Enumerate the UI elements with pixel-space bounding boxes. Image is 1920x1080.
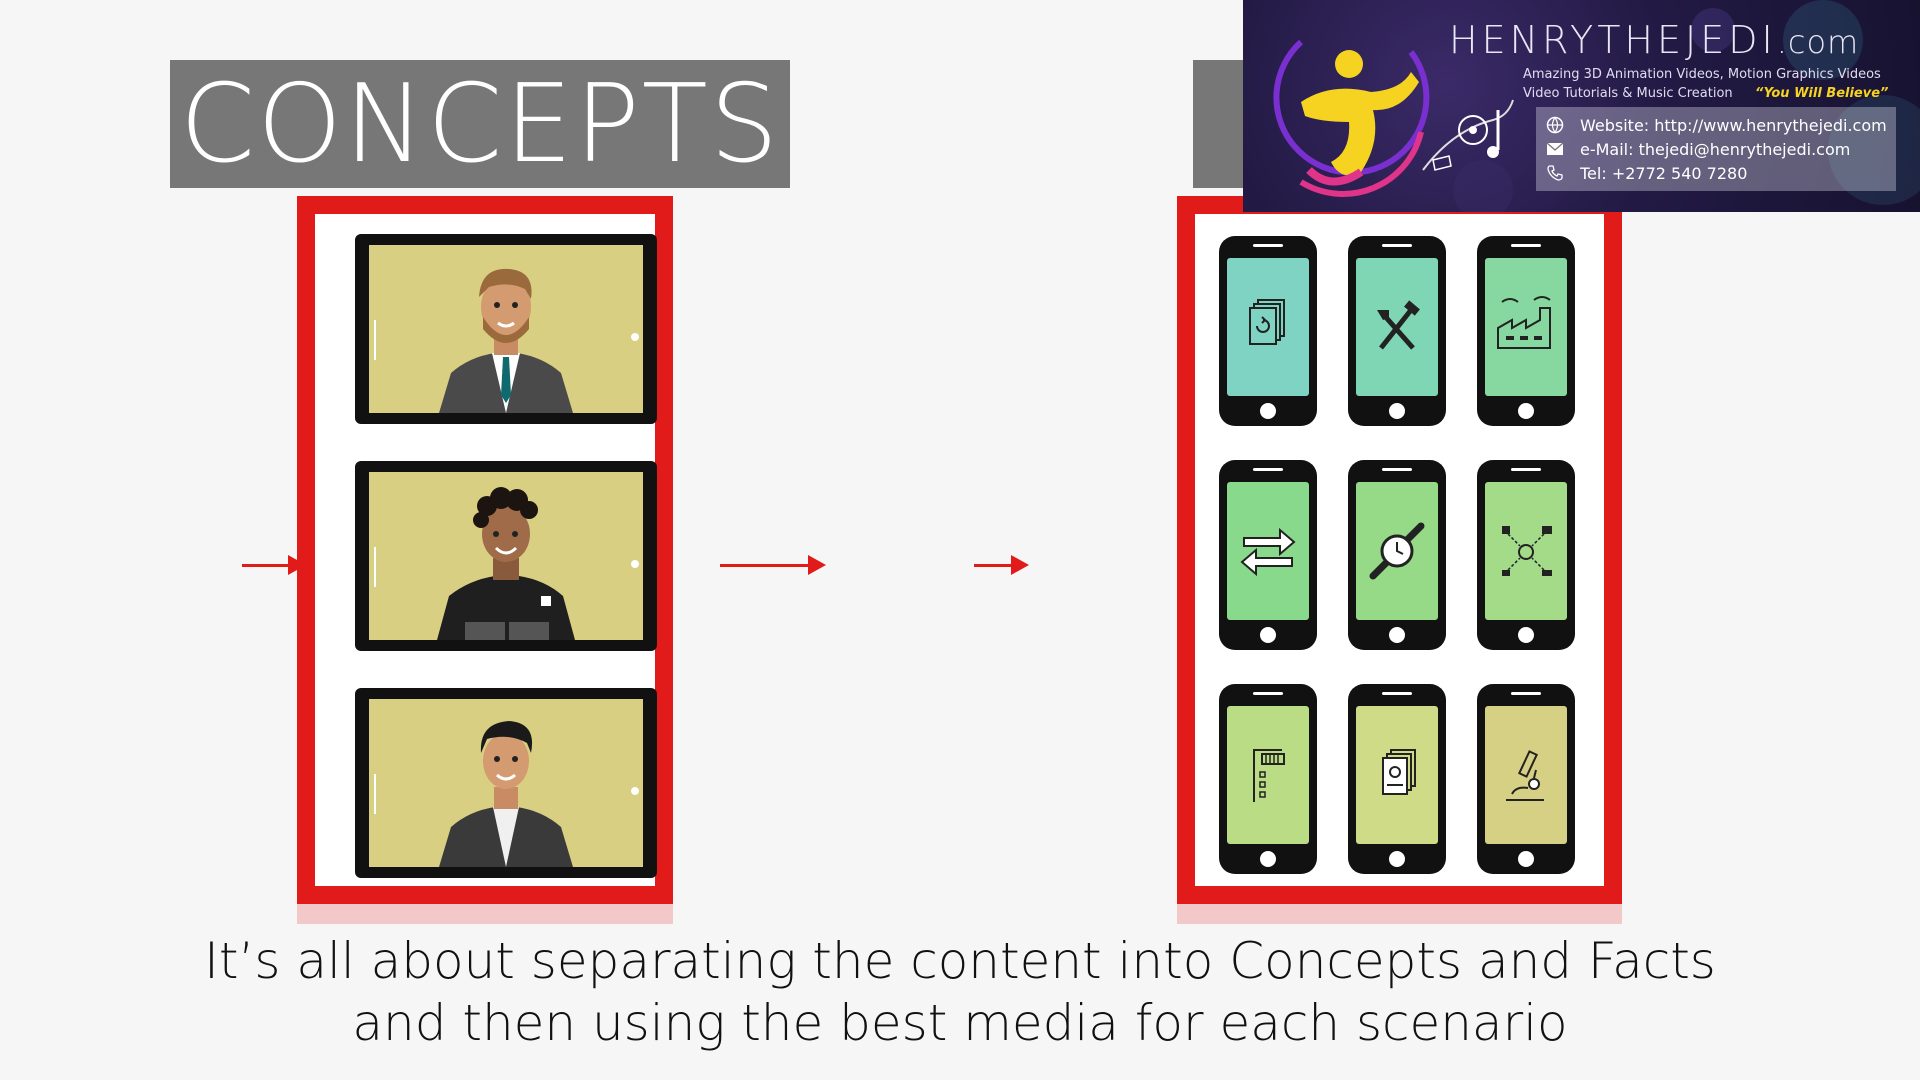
logo-tagline-2: Video Tutorials & Music Creation xyxy=(1523,86,1733,101)
logo-slogan: “You Will Believe” xyxy=(1755,86,1889,101)
music-film-decoration-icon xyxy=(1422,99,1514,171)
phone-4 xyxy=(1219,460,1317,650)
concepts-header: CONCEPTS xyxy=(170,60,790,188)
phone-8 xyxy=(1348,684,1446,874)
bearded-man-avatar xyxy=(439,268,573,413)
phone-9 xyxy=(1477,684,1575,874)
tel-row: Tel: +2772 540 7280 xyxy=(1544,161,1888,185)
envelope-icon xyxy=(1544,142,1566,156)
phone-icon xyxy=(1544,165,1566,181)
globe-icon xyxy=(1544,116,1566,134)
microscope-icon xyxy=(1506,750,1544,801)
tablet-screen xyxy=(369,472,643,640)
phone-7 xyxy=(1219,684,1317,874)
logo-overlay: HENRYTHEJEDI.com Amazing 3D Animation Vi… xyxy=(1243,0,1920,212)
tablet-screen xyxy=(369,699,643,867)
tools-icon xyxy=(1377,300,1420,350)
logo-tagline-1: Amazing 3D Animation Videos, Motion Grap… xyxy=(1523,67,1881,82)
tablet-screen xyxy=(369,245,643,413)
henrythejedi-logo-icon xyxy=(1273,39,1430,197)
tablet-1 xyxy=(355,234,657,424)
caption: It’s all about separating the content in… xyxy=(0,930,1920,1054)
documents-icon xyxy=(1382,749,1416,795)
phone-6 xyxy=(1477,460,1575,650)
caption-line-1: It’s all about separating the content in… xyxy=(204,932,1716,990)
facts-frame-shadow xyxy=(1177,904,1622,924)
document-refresh-icon xyxy=(1249,299,1285,345)
logo-contact-box: Website: http://www.henrythejedi.com e-M… xyxy=(1536,107,1896,191)
arrow-middle-2-head xyxy=(1011,555,1029,575)
arrow-middle-2-line xyxy=(974,564,1014,567)
phone-1 xyxy=(1219,236,1317,426)
website-text: Website: http://www.henrythejedi.com xyxy=(1580,115,1887,135)
facts-frame xyxy=(1177,196,1622,904)
concepts-frame-shadow xyxy=(297,904,673,924)
factory-icon xyxy=(1497,296,1551,349)
network-hub-icon xyxy=(1502,526,1552,576)
logo-brand: HENRYTHEJEDI.com xyxy=(1449,18,1860,62)
phone-3 xyxy=(1477,236,1575,426)
cabinet-icon xyxy=(1253,749,1285,802)
email-text: e-Mail: thejedi@henrythejedi.com xyxy=(1580,139,1851,159)
phone-5 xyxy=(1348,460,1446,650)
bokeh-background xyxy=(1453,0,1920,212)
concepts-frame xyxy=(297,196,673,904)
tablet-2 xyxy=(355,461,657,651)
curly-haired-man-avatar xyxy=(437,487,575,640)
caption-line-2: and then using the best media for each s… xyxy=(352,994,1568,1052)
transfer-arrows-icon xyxy=(1240,527,1296,577)
email-row: e-Mail: thejedi@henrythejedi.com xyxy=(1544,137,1888,161)
phone-2 xyxy=(1348,236,1446,426)
arrow-middle-1-line xyxy=(720,564,810,567)
website-row: Website: http://www.henrythejedi.com xyxy=(1544,113,1888,137)
arrow-middle-1-head xyxy=(808,555,826,575)
clock-wrench-icon xyxy=(1369,522,1425,580)
arrow-left-line xyxy=(242,564,294,567)
tel-text: Tel: +2772 540 7280 xyxy=(1580,163,1748,183)
tablet-3 xyxy=(355,688,657,878)
man-in-blazer-avatar xyxy=(439,721,573,867)
